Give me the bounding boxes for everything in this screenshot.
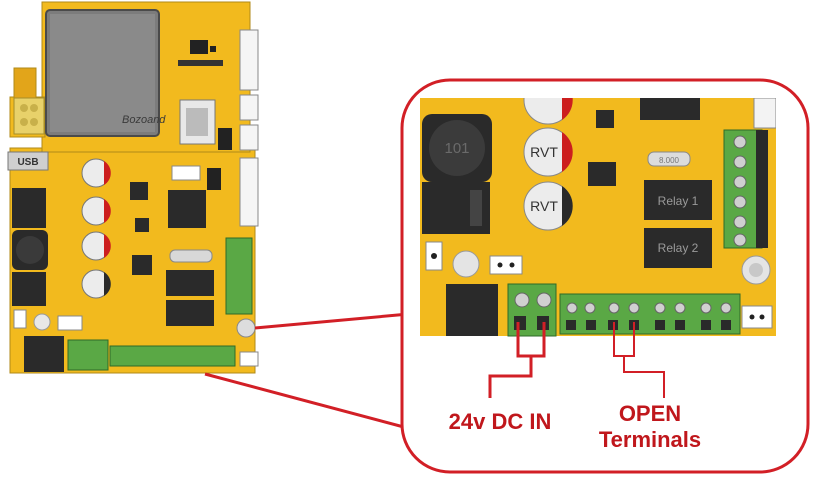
open-label: OPEN <box>618 401 682 426</box>
capacitor-column <box>81 158 111 299</box>
dc-in-terminal <box>507 283 557 337</box>
cap-label-1: RVT <box>530 144 558 160</box>
relay-2-label: Relay 2 <box>658 241 699 255</box>
usb-port: USB <box>7 151 49 171</box>
leader-line-top <box>254 311 421 330</box>
sim-card-slot: Bozoand <box>45 9 166 137</box>
relay-1-label: Relay 1 <box>658 194 699 208</box>
dc-in-callout-wire <box>488 322 546 398</box>
sim-label: Bozoand <box>122 114 166 126</box>
pcb-board: Bozoand USB <box>7 1 259 374</box>
relay-2: Relay 2 <box>644 228 712 268</box>
zoomed-board: 101 RVT RVT 8.000 Relay 1 <box>420 98 776 346</box>
open-terminals-callout-wire <box>613 322 665 398</box>
leader-line-bottom <box>204 372 431 436</box>
speaker <box>13 97 45 135</box>
dc-in-label: 24v DC IN <box>448 409 552 434</box>
relay-1: Relay 1 <box>644 180 712 220</box>
output-terminals <box>559 293 741 335</box>
zoom-capacitors: RVT RVT <box>523 98 573 231</box>
terminals-label: Terminals <box>598 427 702 452</box>
usb-label: USB <box>17 157 38 168</box>
right-terminal-block <box>723 129 768 249</box>
inductor-label: 101 <box>444 140 469 157</box>
crystal-label: 8.000 <box>659 156 680 165</box>
cap-label-2: RVT <box>530 198 558 214</box>
